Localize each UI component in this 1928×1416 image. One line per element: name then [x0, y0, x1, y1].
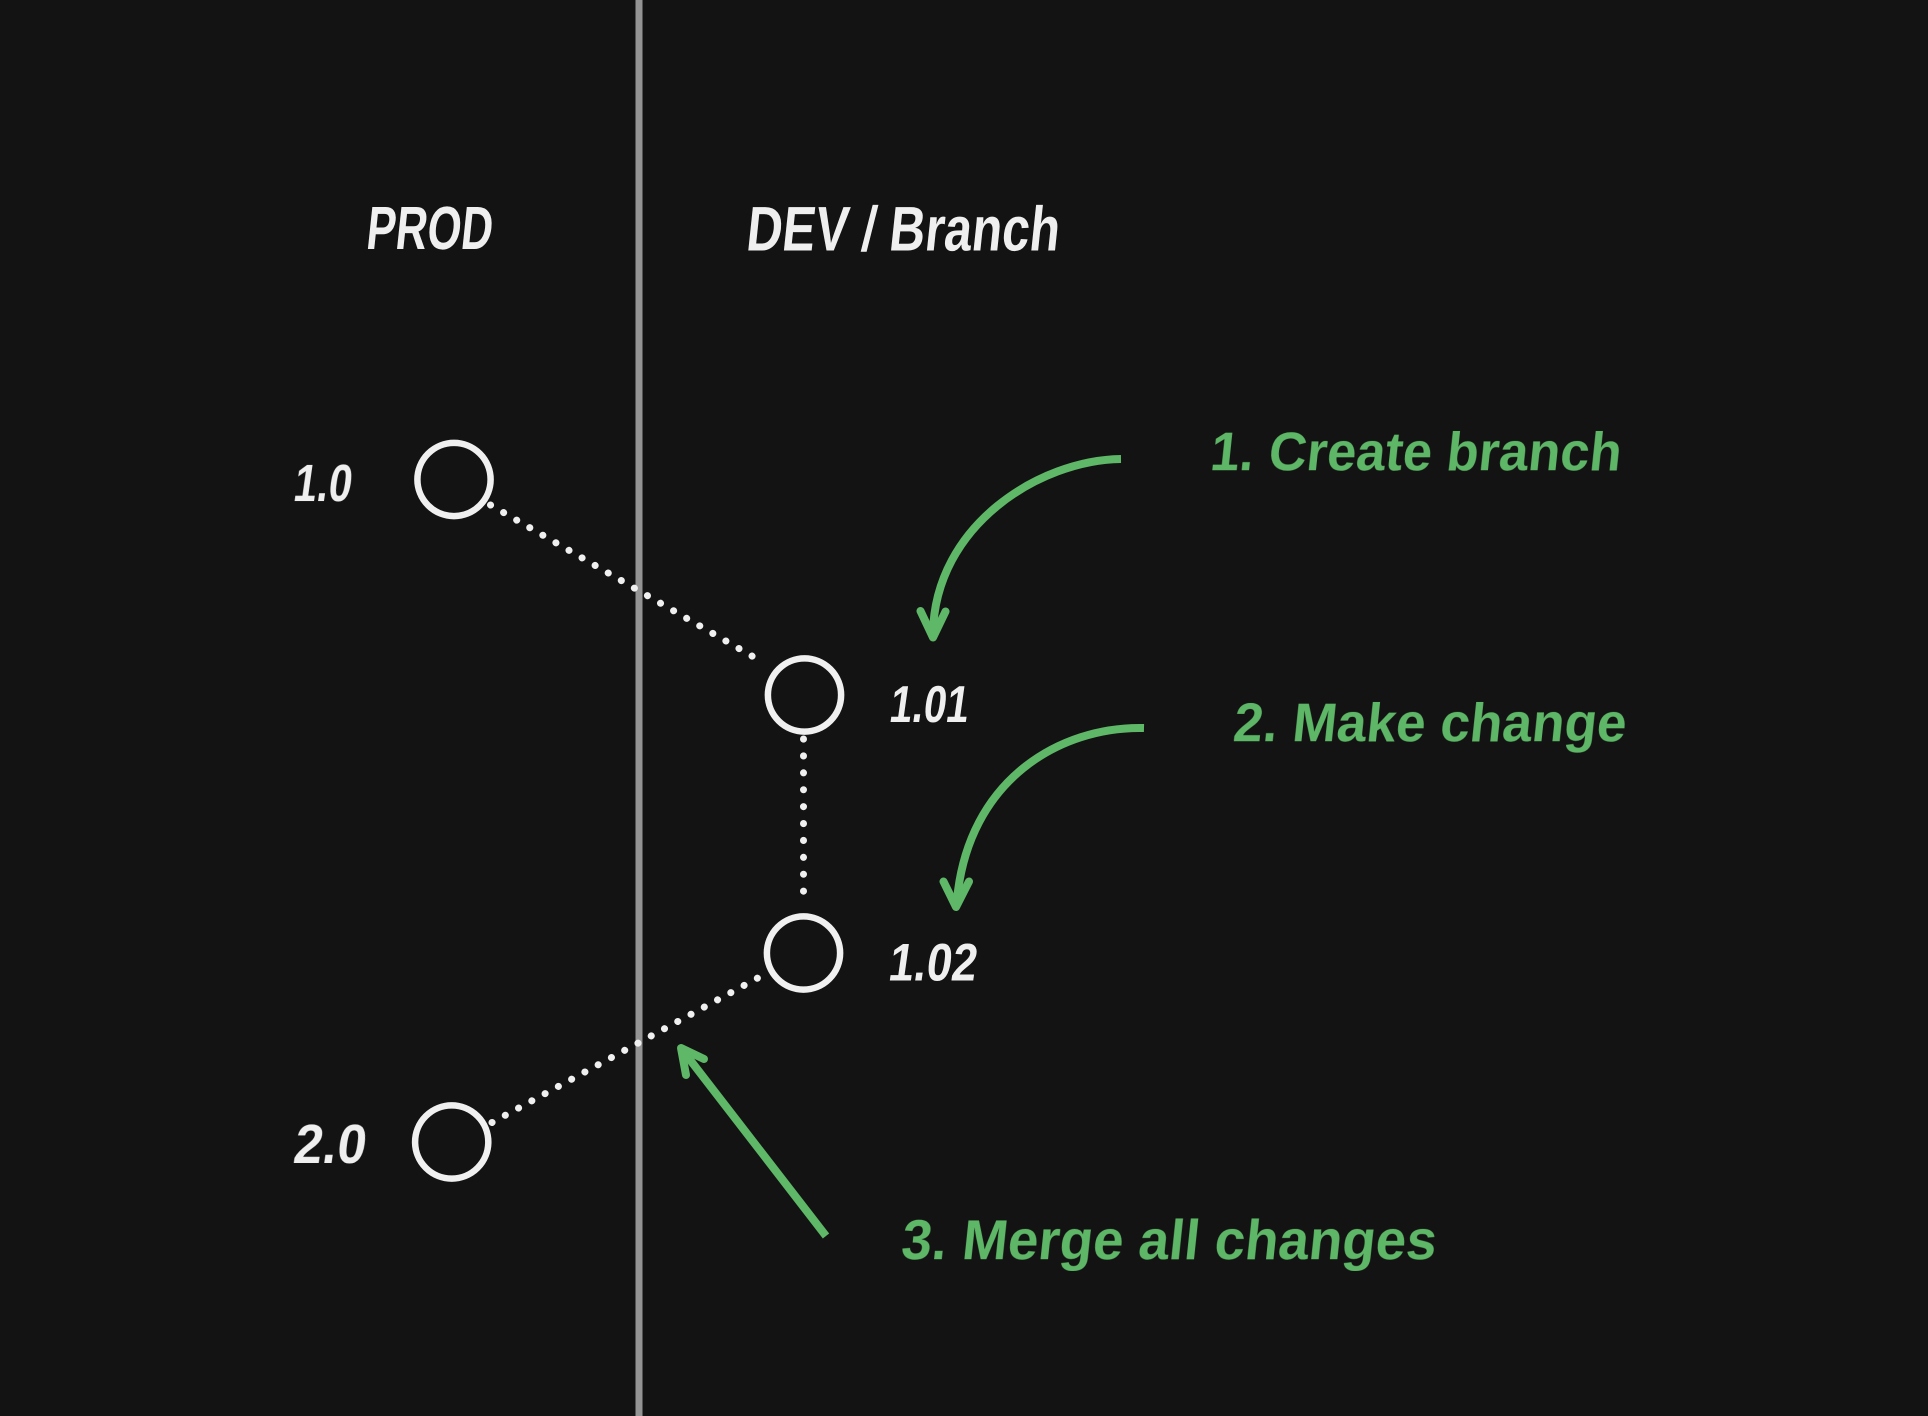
- svg-text:3. Merge all changes: 3. Merge all changes: [899, 1208, 1441, 1271]
- svg-text:PROD: PROD: [364, 194, 497, 262]
- svg-text:1.02: 1.02: [885, 934, 981, 993]
- svg-text:1.0: 1.0: [290, 455, 356, 513]
- svg-text:DEV / Branch: DEV / Branch: [744, 195, 1064, 265]
- svg-text:2. Make change: 2. Make change: [1231, 693, 1630, 753]
- svg-text:1.01: 1.01: [886, 676, 973, 734]
- svg-text:2.0: 2.0: [290, 1113, 371, 1175]
- svg-text:1. Create branch: 1. Create branch: [1208, 422, 1625, 482]
